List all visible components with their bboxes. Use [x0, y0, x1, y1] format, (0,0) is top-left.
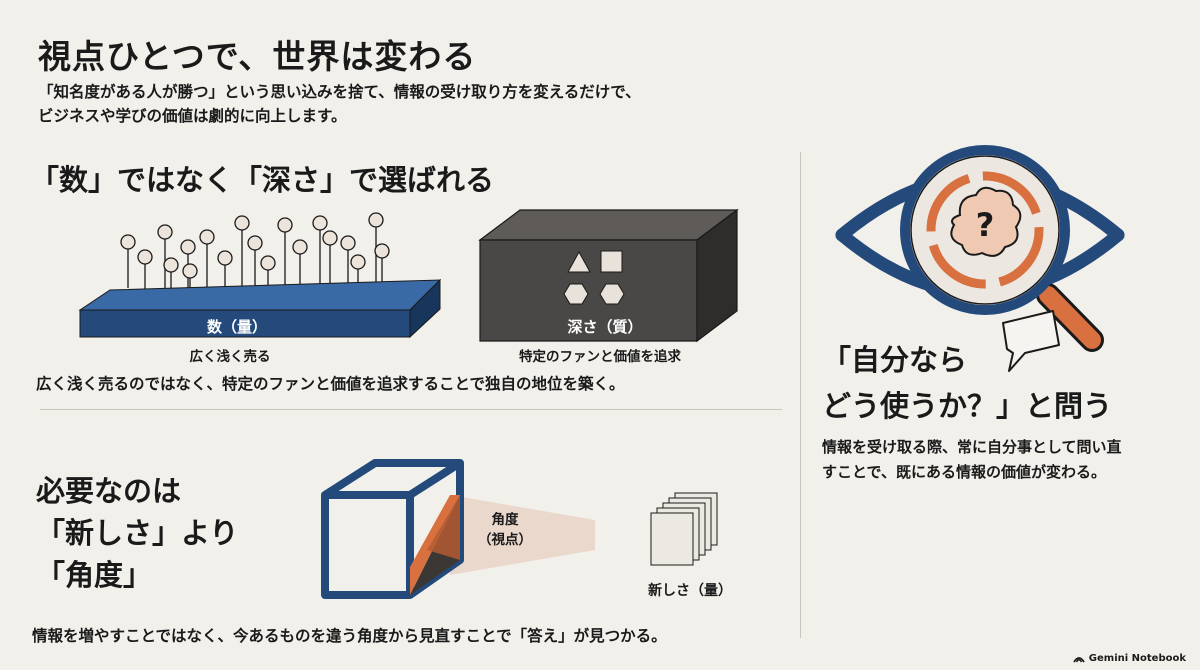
shapes-icon	[563, 250, 625, 305]
depth-label: 深さ（質）	[567, 318, 643, 336]
quantity-caption: 広く浅く売る	[189, 349, 271, 365]
angle-summary: 情報を増やすことではなく、今あるものを違う角度から見直すことで「答え」が見つかる…	[32, 627, 667, 645]
quantity-slab-figure	[78, 212, 442, 339]
angle-label-line-2: （視点）	[478, 532, 532, 548]
depth-box-figure	[478, 208, 739, 343]
angle-label: 角度 （視点）	[465, 510, 545, 550]
horizontal-divider	[40, 409, 782, 410]
angle-prism	[410, 495, 460, 595]
paper-stack-icon	[650, 492, 718, 566]
question-section-title: 「自分なら どう使うか？」と問う	[822, 337, 1112, 429]
notebook-logo-icon	[1073, 657, 1085, 663]
question-body-line-1: 情報を受け取る際、常に自分事として問い直	[822, 438, 1122, 456]
angle-label-line-1: 角度	[491, 512, 519, 528]
footer-brand: Gemini Notebook	[1073, 653, 1186, 664]
lead-line-1: 「知名度がある人が勝つ」という思い込みを捨て、情報の受け取り方を変えるだけで、	[38, 83, 641, 101]
quantity-slab	[78, 278, 442, 339]
depth-section-title: 「数」ではなく「深さ」で選ばれる	[30, 163, 495, 197]
lead-line-2: ビジネスや学びの価値は劇的に向上します。	[38, 107, 347, 125]
pins	[120, 212, 390, 297]
cube-figure	[321, 459, 595, 599]
view-beam	[450, 495, 595, 575]
page-title: 視点ひとつで、世界は変わる	[38, 37, 477, 76]
depth-caption: 特定のファンと価値を追求	[519, 349, 681, 365]
svg-text:?: ?	[976, 206, 995, 244]
eye-magnifier-figure: ?	[835, 145, 1125, 352]
question-title-line-2: どう使うか？」と問う	[822, 389, 1113, 423]
quantity-label: 数（量）	[206, 318, 267, 336]
brain-question-icon: ?	[950, 186, 1022, 257]
lead-text: 「知名度がある人が勝つ」という思い込みを捨て、情報の受け取り方を変えるだけで、 …	[38, 80, 641, 128]
question-body-line-2: すことで、既にある情報の価値が変わる。	[822, 463, 1106, 481]
question-title-line-1: 「自分なら	[822, 343, 968, 377]
angle-title-line-2: 「新しさ」より	[36, 516, 239, 550]
angle-title-line-1: 必要なのは	[36, 474, 182, 508]
speech-bubble-icon	[1002, 310, 1060, 372]
novelty-label: 新しさ（量）	[648, 583, 732, 599]
angle-title-line-3: 「角度」	[36, 558, 153, 592]
footer-brand-label: Gemini Notebook	[1088, 653, 1186, 664]
angle-section-title: 必要なのは 「新しさ」より 「角度」	[36, 470, 238, 596]
vertical-divider	[800, 152, 801, 638]
question-body: 情報を受け取る際、常に自分事として問い直 すことで、既にある情報の価値が変わる。	[822, 435, 1122, 485]
depth-summary: 広く浅く売るのではなく、特定のファンと価値を追求することで独自の地位を築く。	[36, 375, 625, 393]
